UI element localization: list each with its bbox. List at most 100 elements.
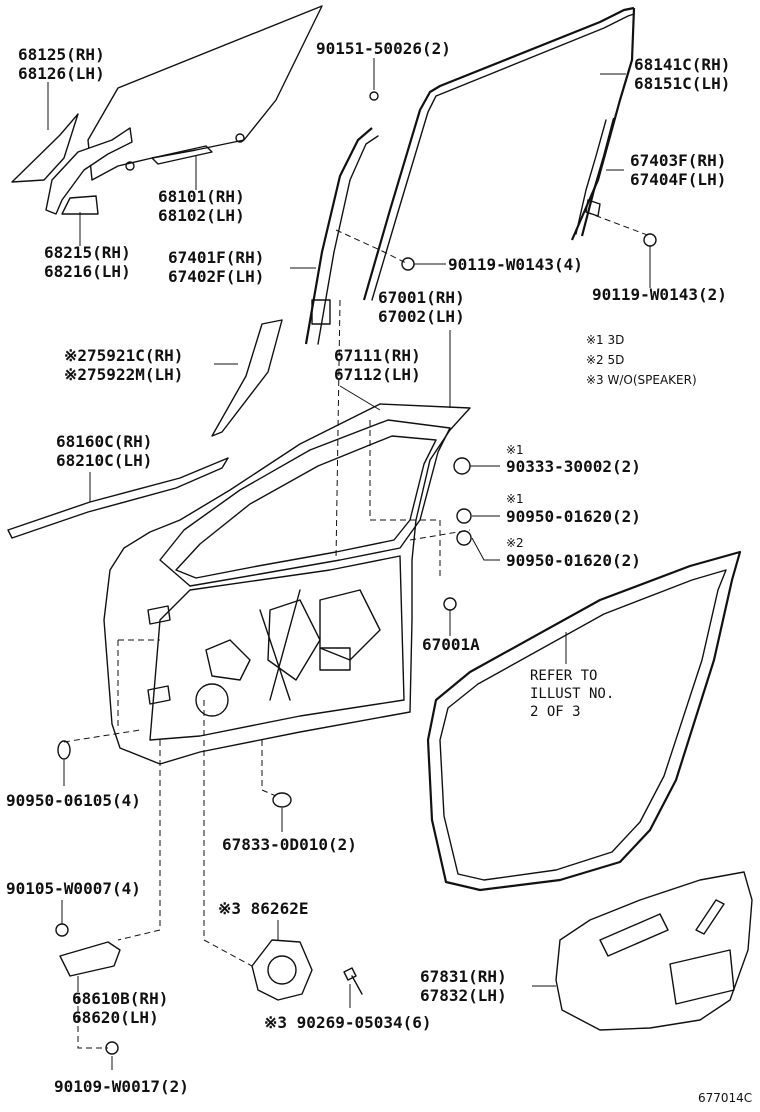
clip-90333 — [453, 457, 471, 475]
door-hinge — [59, 941, 121, 977]
label-90151: 90151-50026(2) — [316, 39, 451, 58]
leader-90950b — [471, 537, 500, 561]
label-68160c: 68160C(RH) — [56, 432, 152, 451]
label-67402f: 67402F(LH) — [168, 267, 264, 286]
speaker-cone — [267, 955, 297, 985]
label-68101: 68101(RH) — [158, 187, 245, 206]
division-bar-lower — [61, 195, 99, 215]
dash-7 — [117, 740, 161, 941]
label-68610b: 68610B(RH) — [72, 989, 168, 1008]
label-68215: 68215(RH) — [44, 243, 131, 262]
run-channel-front-inner — [317, 135, 379, 345]
glass-channel — [151, 145, 213, 165]
note-3d: ※1 3D — [586, 333, 624, 347]
label-75922m: ※275922M(LH) — [64, 365, 183, 384]
mark-90333: ※1 — [506, 443, 524, 457]
label-68216: 68216(LH) — [44, 262, 131, 281]
frame-weatherstrip-rear — [570, 7, 636, 241]
glass-bolt-1 — [125, 161, 135, 171]
door-trim-panel — [555, 871, 753, 1031]
hinge-bolt-top — [55, 923, 69, 937]
mark-90950-b: ※2 — [506, 536, 524, 550]
leader-67111 — [339, 385, 381, 411]
glass-bolt-2 — [235, 133, 245, 143]
label-67111: 67111(RH) — [334, 346, 421, 365]
door-window-inner — [175, 435, 437, 579]
door-glass — [87, 5, 323, 181]
dash-2 — [585, 211, 651, 237]
hole-plug-90950 — [57, 740, 71, 760]
speaker — [251, 939, 313, 1001]
hole-plug-67833 — [272, 792, 292, 808]
dash-6 — [117, 639, 160, 730]
label-67404f: 67404F(LH) — [630, 170, 726, 189]
door-service-hole-3 — [319, 589, 381, 661]
door-inner-panel — [149, 555, 405, 741]
pillar-garnish — [211, 319, 283, 437]
door-hinge-side — [147, 605, 171, 705]
door-weatherstrip-inner — [439, 569, 727, 881]
dash-4 — [369, 420, 441, 580]
label-67831: 67831(RH) — [420, 967, 507, 986]
note-wo-speaker: ※3 W/O(SPEAKER) — [586, 373, 697, 387]
mark-90950-a: ※1 — [506, 492, 524, 506]
door-service-hole-1 — [205, 639, 251, 681]
label-67403f: 67403F(RH) — [630, 151, 726, 170]
screw-90119-b — [643, 233, 657, 247]
run-channel-bracket — [311, 299, 331, 325]
diagram-code: 677014C — [698, 1091, 752, 1105]
refer-line-1: REFER TO — [530, 668, 597, 684]
label-86262e: ※3 86262E — [218, 899, 308, 918]
speaker-screw — [343, 967, 363, 995]
clip-90950-a — [456, 508, 472, 524]
label-90333: 90333-30002(2) — [506, 457, 641, 476]
label-90950-a: 90950-01620(2) — [506, 507, 641, 526]
belt-moulding — [7, 457, 229, 539]
label-90950-c: 90950-06105(4) — [6, 791, 141, 810]
division-bar — [45, 127, 133, 215]
label-90119-a: 90119-W0143(4) — [448, 255, 583, 274]
label-67001a: 67001A — [422, 635, 480, 654]
door-regulator — [259, 589, 351, 701]
label-67832: 67832(LH) — [420, 986, 507, 1005]
label-90109: 90109-W0017(2) — [54, 1077, 189, 1096]
label-90950-b: 90950-01620(2) — [506, 551, 641, 570]
label-68126: 68126(LH) — [18, 64, 105, 83]
note-5d: ※2 5D — [586, 353, 624, 367]
label-67002: 67002(LH) — [378, 307, 465, 326]
dash-8 — [77, 976, 108, 1049]
quarter-glass — [11, 113, 79, 183]
door-service-hole-2 — [267, 599, 321, 681]
door-window-opening — [159, 419, 451, 587]
refer-line-3: 2 OF 3 — [530, 704, 581, 720]
trim-slot — [695, 899, 725, 935]
dash-11 — [409, 529, 471, 541]
label-90119-b: 90119-W0143(2) — [592, 285, 727, 304]
run-channel-rear — [580, 117, 616, 237]
label-90269: ※3 90269-05034(6) — [264, 1013, 432, 1032]
dash-10 — [261, 740, 277, 797]
refer-line-2: ILLUST NO. — [530, 686, 614, 702]
clip-90950-b — [456, 530, 472, 546]
label-75921c: ※275921C(RH) — [64, 346, 183, 365]
dash-1 — [335, 229, 409, 265]
label-68141c: 68141C(RH) — [634, 55, 730, 74]
label-68125: 68125(RH) — [18, 45, 105, 64]
label-68620: 68620(LH) — [72, 1008, 159, 1027]
door-speaker-hole — [195, 683, 229, 717]
label-68151c: 68151C(LH) — [634, 74, 730, 93]
dash-5 — [63, 729, 141, 743]
label-67001: 67001(RH) — [378, 288, 465, 307]
screw-90119-a — [401, 257, 415, 271]
label-68210c: 68210C(LH) — [56, 451, 152, 470]
door-weatherstrip — [426, 550, 742, 892]
dash-9 — [203, 700, 253, 967]
run-channel-front — [304, 127, 373, 345]
clip-67001a — [443, 597, 457, 611]
label-67833: 67833-0D010(2) — [222, 835, 357, 854]
label-90105: 90105-W0007(4) — [6, 879, 141, 898]
run-channel-rear-inner — [575, 119, 607, 235]
door-panel — [103, 403, 471, 765]
trim-switch — [669, 949, 735, 1005]
